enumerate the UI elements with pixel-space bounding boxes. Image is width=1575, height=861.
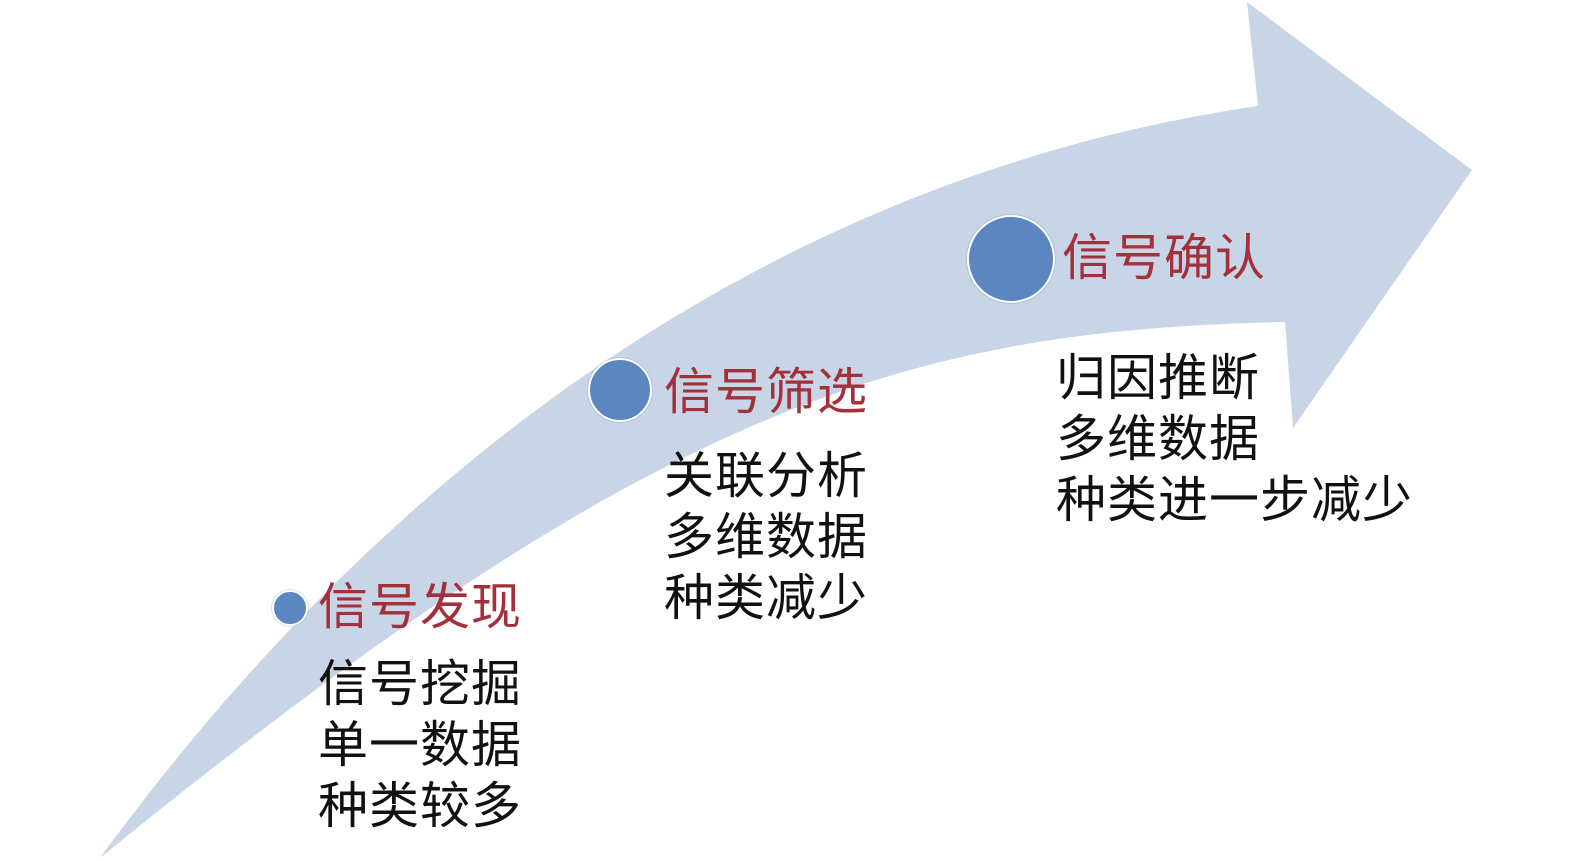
stage-dot-medium bbox=[588, 358, 652, 422]
stage-title: 信号筛选 bbox=[664, 363, 868, 421]
stage-line: 多维数据 bbox=[1056, 410, 1260, 468]
stage-line: 信号挖掘 bbox=[318, 655, 522, 713]
stage-title: 信号确认 bbox=[1062, 229, 1266, 287]
stage-line: 归因推断 bbox=[1056, 349, 1260, 407]
stage-line: 单一数据 bbox=[318, 716, 522, 774]
stage-title: 信号发现 bbox=[318, 578, 522, 636]
stage-line: 多维数据 bbox=[664, 508, 868, 566]
stage-dot-large bbox=[967, 215, 1055, 303]
stage-line: 种类减少 bbox=[664, 569, 868, 627]
stage-description: 归因推断 多维数据 种类进一步减少 bbox=[1056, 348, 1413, 531]
stage-line: 种类进一步减少 bbox=[1056, 471, 1413, 529]
stage-description: 信号挖掘 单一数据 种类较多 bbox=[318, 654, 522, 837]
stage-description: 关联分析 多维数据 种类减少 bbox=[664, 446, 868, 629]
stage-dot-small bbox=[272, 590, 308, 626]
stage-line: 关联分析 bbox=[664, 447, 868, 505]
curved-arrow bbox=[100, 2, 1472, 858]
stage-line: 种类较多 bbox=[318, 777, 522, 835]
